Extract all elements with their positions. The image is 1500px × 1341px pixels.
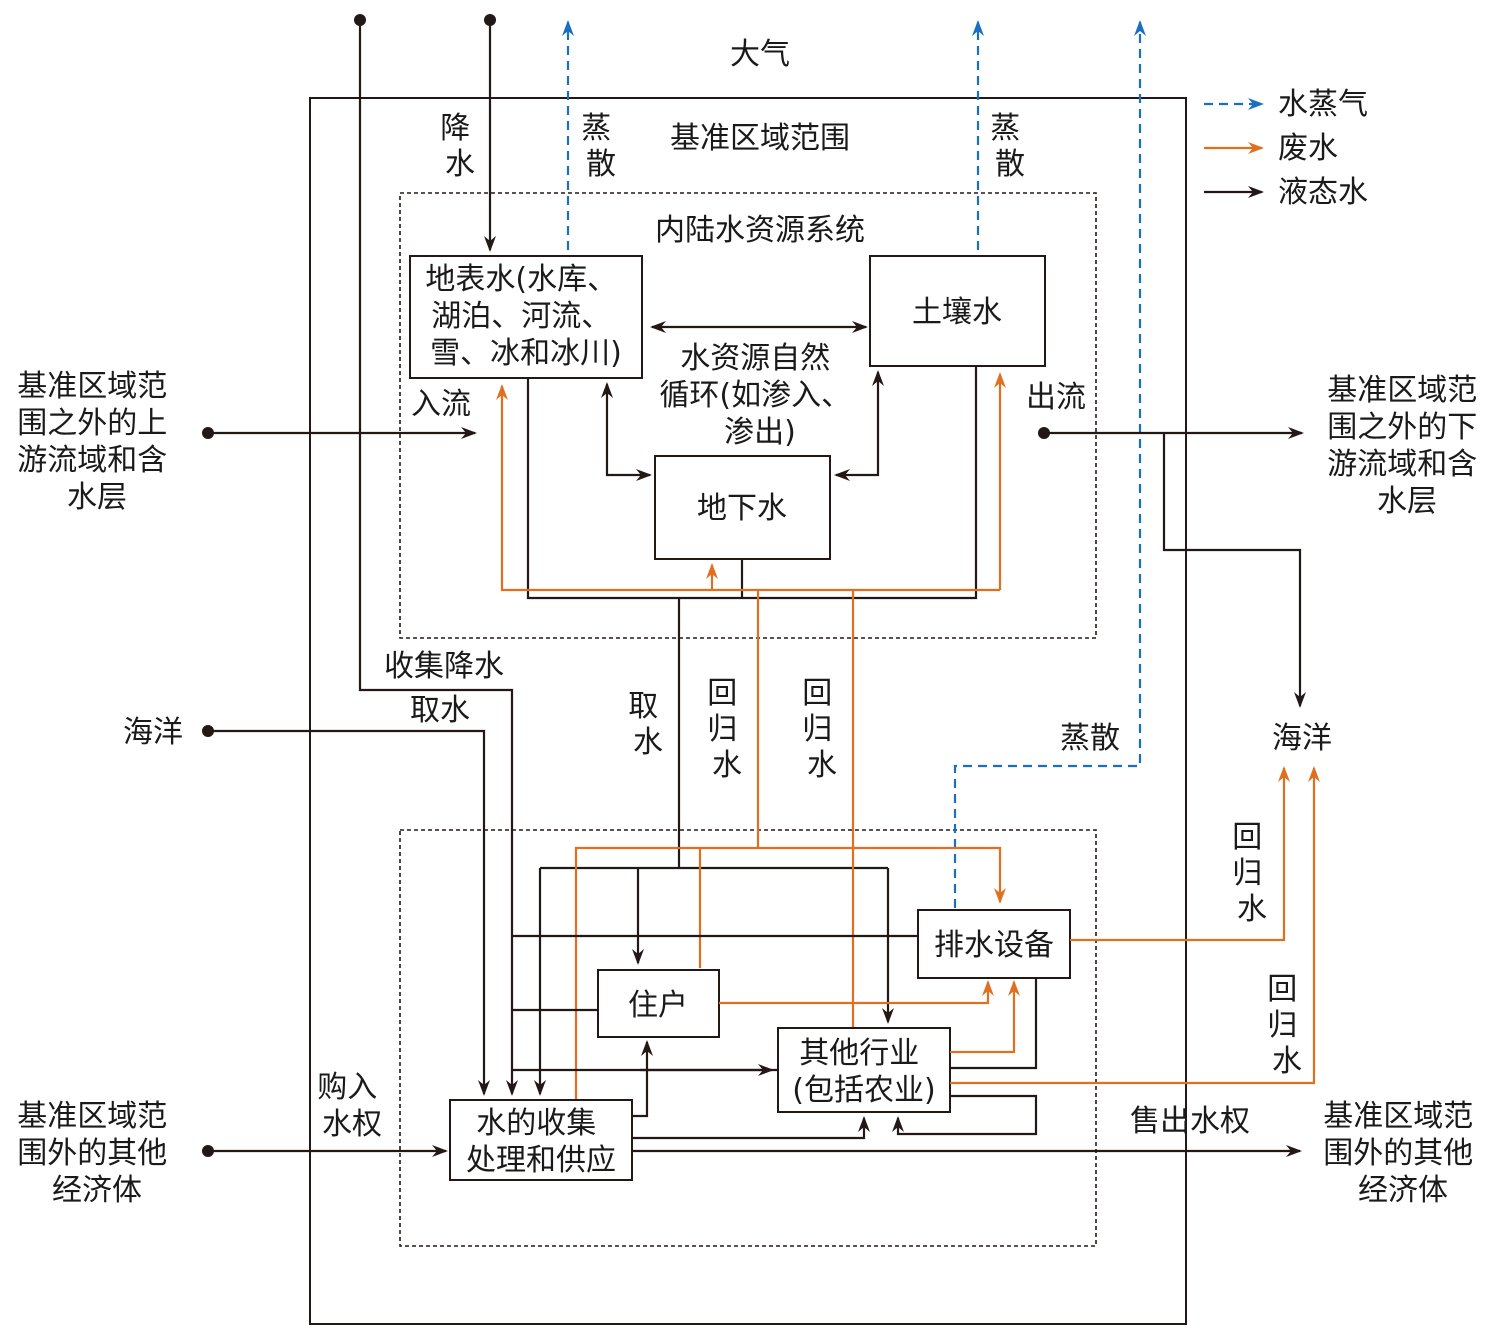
inland-system-label: 内陆水资源系统 [655, 213, 865, 248]
outflow-label: 出流 [1026, 380, 1086, 415]
ocean-left-label: 海洋 [123, 715, 183, 750]
legend-vapor-label: 水蒸气 [1278, 87, 1368, 122]
drainage-to-ocean-arrow [1070, 766, 1290, 942]
surface-water-box [409, 255, 643, 379]
evaporation-soil-label: 蒸 散 [990, 111, 1030, 182]
ocean-abstraction-arrow [208, 729, 490, 1096]
return-1-label: 回 归 水 [707, 676, 747, 783]
to-ocean-arrow [1162, 433, 1306, 708]
drainage-label: 排水设备 [934, 928, 1054, 963]
return-3-label: 回 归 水 [1232, 820, 1272, 927]
upstream-label: 基准区域范 围之外的上 游流域和含 水层 [17, 369, 177, 515]
collection-to-industry-arrow [632, 1116, 870, 1140]
collection-to-residents-arrow [632, 1040, 653, 1118]
downstream-label: 基准区域范 围之外的下 游流域和含 水层 [1327, 373, 1487, 519]
residents-box [597, 969, 720, 1038]
legend-wastewater-label: 废水 [1278, 131, 1338, 166]
baseline-region-label: 基准区域范围 [670, 121, 850, 156]
evaporation-drainage-label: 蒸散 [1060, 721, 1120, 756]
surface-ground-arrow [601, 382, 652, 481]
industry-loop-arrow [892, 1094, 1038, 1136]
surface-water-label: 地表水(水库、 湖泊、河流、 雪、冰和冰川) [425, 262, 626, 371]
collected-precip-arrow [358, 20, 518, 1096]
drainage-box [917, 909, 1071, 979]
natural-cycle-label: 水资源自然 循环(如渗入、 渗出) [659, 341, 860, 450]
collection-label: 水的收集 处理和供应 [466, 1106, 616, 1178]
collection-box [449, 1099, 633, 1181]
industry-to-drainage-arrow [950, 980, 1020, 1054]
residents-to-drainage-arrow [719, 980, 994, 1005]
atmosphere-label: 大气 [730, 37, 790, 72]
residents-label: 住户 [628, 988, 688, 1023]
abstraction-inland-label: 取 水 [628, 689, 668, 760]
legend-liquid-label: 液态水 [1278, 175, 1368, 210]
industry-to-ocean-arrow [950, 766, 1320, 1085]
return-4-label: 回 归 水 [1267, 972, 1307, 1079]
return-to-surface-arrow [496, 384, 1000, 592]
return-2-label: 回 归 水 [802, 676, 842, 783]
economy-right-label: 基准区域范 围外的其他 经济体 [1323, 1099, 1483, 1208]
groundwater-label: 地下水 [697, 491, 787, 526]
collected-precip-label: 收集降水 [384, 649, 504, 684]
ocean-abstraction-label: 取水 [410, 693, 470, 728]
soil-ground-arrow [834, 370, 884, 481]
evaporation-surface-label: 蒸 散 [581, 111, 621, 182]
ocean-right-label: 海洋 [1272, 721, 1332, 756]
evaporation-drainage-arrow [953, 20, 1146, 908]
industry-box [777, 1027, 951, 1113]
groundwater-box [654, 455, 831, 560]
buy-rights-label: 购入 水权 [317, 1070, 387, 1142]
sell-rights-label: 售出水权 [1130, 1104, 1250, 1139]
industry-label: 其他行业 (包括农业) [792, 1036, 935, 1108]
surface-abstraction-line [526, 366, 978, 600]
soil-water-box [869, 255, 1046, 367]
baseline-region-frame [309, 97, 1187, 1325]
economy-left-label: 基准区域范 围外的其他 经济体 [17, 1099, 177, 1208]
industry-to-drainage-line [950, 978, 1038, 1070]
legend: 水蒸气 废水 液态水 [1204, 87, 1368, 210]
economy-frame [399, 829, 1097, 1247]
soil-water-label: 土壤水 [912, 295, 1002, 330]
precipitation-label: 降 水 [440, 111, 480, 182]
inland-system-frame [399, 192, 1097, 639]
wastewater-collection-line [574, 846, 1006, 1100]
inflow-label: 入流 [411, 387, 471, 422]
